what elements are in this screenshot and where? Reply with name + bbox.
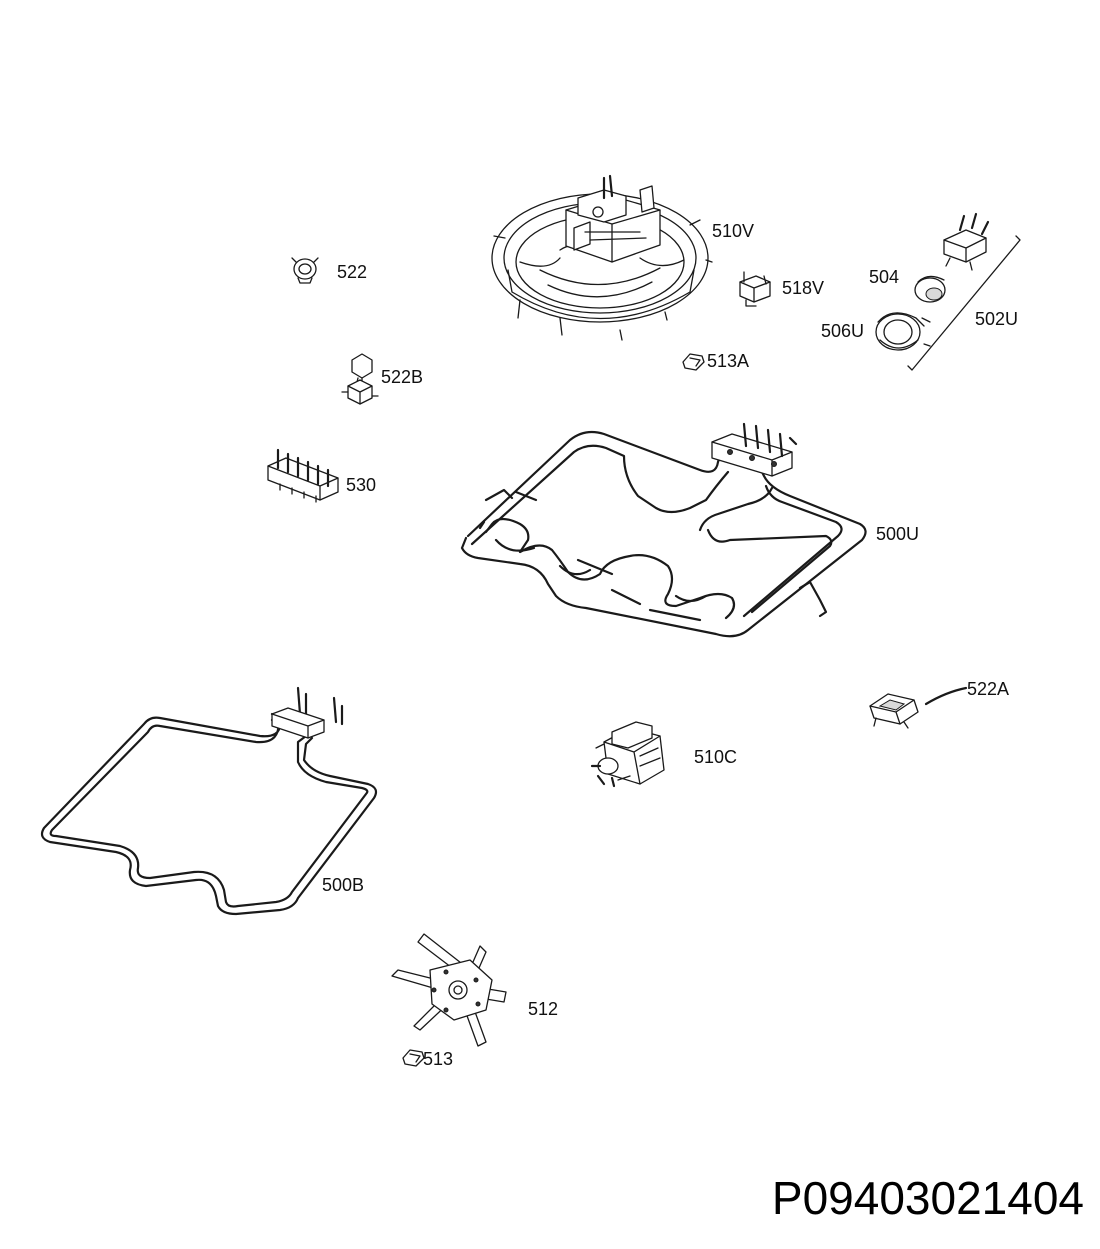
part-500b-bottom-element <box>40 686 378 916</box>
label-512: 512 <box>528 999 559 1019</box>
label-506u: 506U <box>821 321 865 341</box>
part-518v-bracket <box>739 271 771 307</box>
part-510v-fan-assembly <box>491 174 713 341</box>
label-530: 530 <box>346 475 377 495</box>
document-id: P09403021404 <box>771 1172 1084 1224</box>
part-500u-grill-element <box>460 422 867 638</box>
label-522b: 522B <box>381 367 424 387</box>
part-502u-lamp-assembly <box>875 212 1021 371</box>
label-500b: 500B <box>322 875 365 895</box>
part-513a-nut <box>682 353 705 371</box>
part-513-nut <box>402 1049 425 1067</box>
part-522b-connector <box>341 353 379 405</box>
label-504: 504 <box>869 267 900 287</box>
label-510v: 510V <box>712 221 755 241</box>
label-522: 522 <box>337 262 368 282</box>
label-500u: 500U <box>876 524 920 544</box>
label-510c: 510C <box>694 747 738 767</box>
part-512-fan-blade <box>391 933 507 1047</box>
part-522-clip <box>291 257 319 284</box>
part-522a-fuse <box>869 686 968 729</box>
label-522a: 522A <box>967 679 1010 699</box>
label-513: 513 <box>423 1049 454 1069</box>
part-530-terminal-block <box>267 448 339 503</box>
part-510c-fan-motor <box>590 721 665 788</box>
label-518v: 518V <box>782 278 825 298</box>
label-502u: 502U <box>975 309 1019 329</box>
label-513a: 513A <box>707 351 750 371</box>
